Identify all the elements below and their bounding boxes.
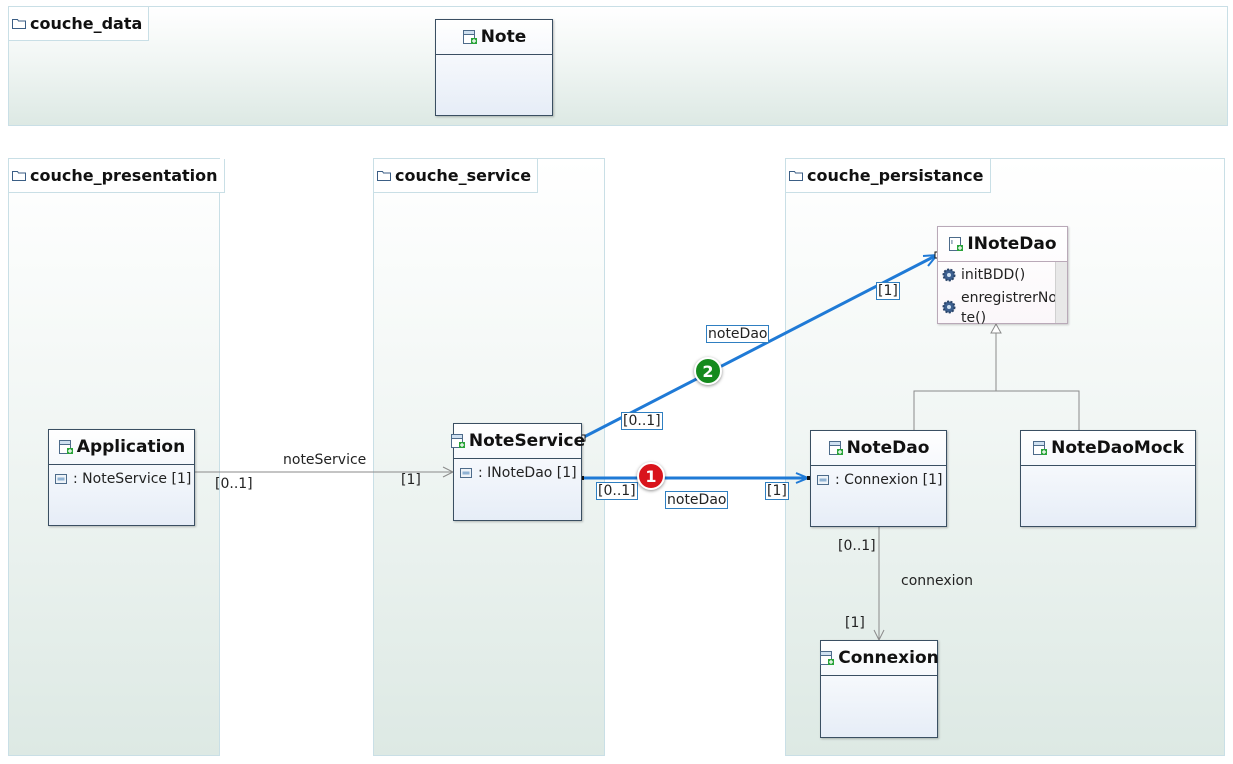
- multiplicity-source[interactable]: [0..1]: [838, 538, 876, 554]
- class-icon: [462, 30, 477, 44]
- class-attribute[interactable]: : INoteDao [1]: [454, 459, 581, 481]
- class-header: NoteService: [450, 424, 585, 459]
- package-title: couche_data: [30, 14, 143, 33]
- class-icon: [450, 434, 465, 448]
- class-name: NoteService: [468, 431, 586, 451]
- multiplicity-source[interactable]: [0..1]: [215, 476, 253, 492]
- attribute-icon: [817, 475, 829, 485]
- class-header: Note: [436, 20, 552, 55]
- class-icon: [58, 440, 73, 454]
- class-name: Note: [480, 27, 527, 47]
- compartment-scrollbar[interactable]: [1055, 262, 1067, 323]
- package-tab: couche_service: [374, 159, 539, 193]
- attribute-label: : NoteService [1]: [73, 471, 192, 487]
- operation-label: enregistrerNote(): [961, 290, 1057, 326]
- selection-handle[interactable]: [580, 476, 584, 480]
- interface-header: I INoteDao: [938, 227, 1067, 262]
- attribute-label: : Connexion [1]: [835, 472, 943, 488]
- multiplicity-source[interactable]: [0..1]: [621, 412, 663, 430]
- class-name: Connexion: [838, 648, 939, 668]
- class-header: NoteDaoMock: [1021, 431, 1195, 466]
- class-icon: [828, 441, 843, 455]
- class-icon: [1033, 441, 1048, 455]
- svg-text:I: I: [951, 240, 953, 246]
- association-name-notedao[interactable]: noteDao: [706, 325, 770, 343]
- class-header: Application: [49, 430, 194, 465]
- folder-icon: [12, 19, 26, 29]
- gear-icon: [942, 268, 956, 282]
- class-header: NoteDao: [811, 431, 946, 466]
- package-title: couche_service: [395, 166, 532, 185]
- operation-enregistrernote[interactable]: enregistrerNote(): [938, 285, 1067, 328]
- interface-inotedao[interactable]: I INoteDao initBDD() enregistrerNote(): [937, 226, 1068, 326]
- class-notedao[interactable]: NoteDao : Connexion [1]: [810, 430, 947, 527]
- class-attribute[interactable]: : Connexion [1]: [811, 466, 946, 488]
- operation-initbdd[interactable]: initBDD(): [938, 262, 1067, 285]
- class-note[interactable]: Note: [435, 19, 553, 116]
- package-tab: couche_persistance: [786, 159, 991, 193]
- package-title: couche_presentation: [30, 166, 218, 185]
- package-tab: couche_data: [9, 7, 150, 41]
- generalization-arrow-head: [990, 322, 1002, 334]
- class-icon: [820, 651, 835, 665]
- attribute-label: : INoteDao [1]: [478, 465, 577, 481]
- multiplicity-target[interactable]: [1]: [765, 482, 789, 500]
- multiplicity-target[interactable]: [1]: [401, 472, 421, 488]
- class-noteservice[interactable]: NoteService : INoteDao [1]: [450, 423, 585, 521]
- interface-icon: I: [949, 237, 964, 251]
- marker-one: 1: [637, 462, 665, 490]
- operation-label: initBDD(): [961, 267, 1026, 283]
- attribute-icon: [460, 468, 472, 478]
- gear-icon: [942, 300, 956, 314]
- association-name-noteservice[interactable]: noteService: [283, 452, 367, 468]
- generalization-line[interactable]: [913, 390, 1080, 430]
- attribute-icon: [55, 474, 67, 484]
- folder-icon: [789, 171, 803, 181]
- multiplicity-source[interactable]: [0..1]: [596, 482, 638, 500]
- class-header: Connexion: [820, 641, 939, 676]
- class-name: NoteDaoMock: [1051, 438, 1184, 458]
- package-couche-data[interactable]: couche_data: [8, 6, 1228, 126]
- class-connexion[interactable]: Connexion: [820, 640, 939, 738]
- folder-icon: [12, 171, 26, 181]
- association-name-notedao[interactable]: noteDao: [665, 491, 729, 509]
- class-notedaomock[interactable]: NoteDaoMock: [1020, 430, 1196, 527]
- package-tab: couche_presentation: [9, 159, 225, 193]
- package-title: couche_persistance: [807, 166, 984, 185]
- class-name: NoteDao: [846, 438, 930, 458]
- selection-handle[interactable]: [807, 476, 811, 480]
- class-application[interactable]: Application : NoteService [1]: [48, 429, 195, 526]
- interface-name: INoteDao: [967, 234, 1057, 254]
- association-name-connexion[interactable]: connexion: [901, 573, 973, 589]
- folder-icon: [377, 171, 391, 181]
- multiplicity-target[interactable]: [1]: [845, 615, 865, 631]
- marker-two: 2: [694, 357, 722, 385]
- class-name: Application: [76, 437, 186, 457]
- multiplicity-target[interactable]: [1]: [876, 282, 900, 300]
- class-attribute[interactable]: : NoteService [1]: [49, 465, 194, 487]
